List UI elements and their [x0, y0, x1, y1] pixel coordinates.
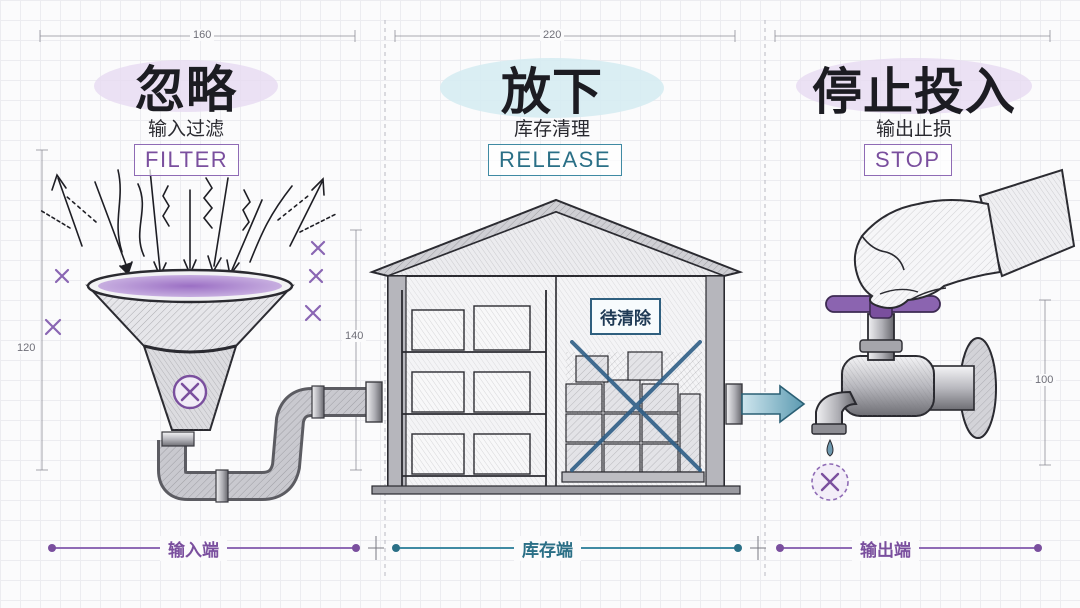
tag-stop: STOP — [864, 144, 952, 176]
cross-mark-icon — [174, 376, 206, 408]
panel-subtitle-output-stop-loss: 输出止损 — [814, 114, 1014, 141]
panel-title-ignore: 忽略 — [86, 50, 286, 122]
faucet-icon — [812, 288, 996, 500]
side-dimension-label-1: 120 — [14, 342, 38, 354]
bottom-label-input-end: 输入端 — [160, 536, 227, 561]
pending-clear-sign: 待清除 — [590, 298, 661, 335]
panel-subtitle-inventory-cleanup: 库存清理 — [452, 114, 652, 141]
bottom-label-inventory-end: 库存端 — [514, 536, 581, 561]
incoming-arrows — [40, 170, 336, 276]
funnel-icon — [88, 270, 292, 430]
panel-subtitle-input-filter: 输入过滤 — [86, 114, 286, 141]
dimension-label-2: 220 — [540, 29, 564, 41]
hand-icon — [855, 170, 1074, 308]
bottom-label-output-end: 输出端 — [852, 536, 919, 561]
side-dimension-label-2: 140 — [342, 330, 366, 342]
tag-release: RELEASE — [488, 144, 622, 176]
warehouse-icon — [372, 200, 804, 494]
side-dimension-label-3: 100 — [1032, 374, 1056, 386]
tag-filter: FILTER — [134, 144, 239, 176]
dimension-label-1: 160 — [190, 29, 214, 41]
